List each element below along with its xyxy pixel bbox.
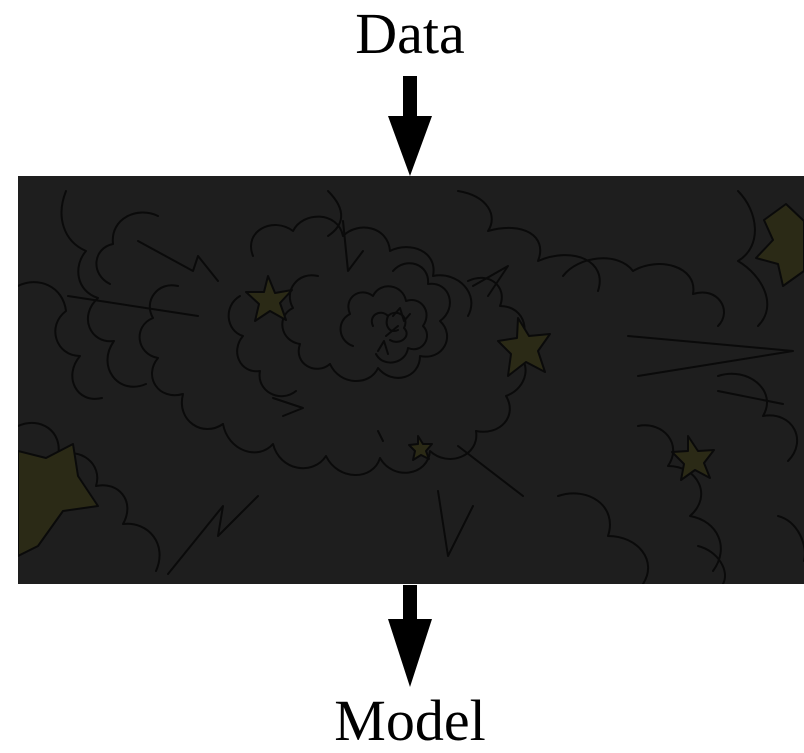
output-label: Model: [334, 688, 486, 753]
input-label: Data: [355, 1, 465, 66]
explosion-icon: [18, 190, 804, 584]
down-arrow-icon: [388, 585, 432, 687]
processing-box: [18, 176, 804, 584]
down-arrow-icon: [388, 76, 432, 176]
